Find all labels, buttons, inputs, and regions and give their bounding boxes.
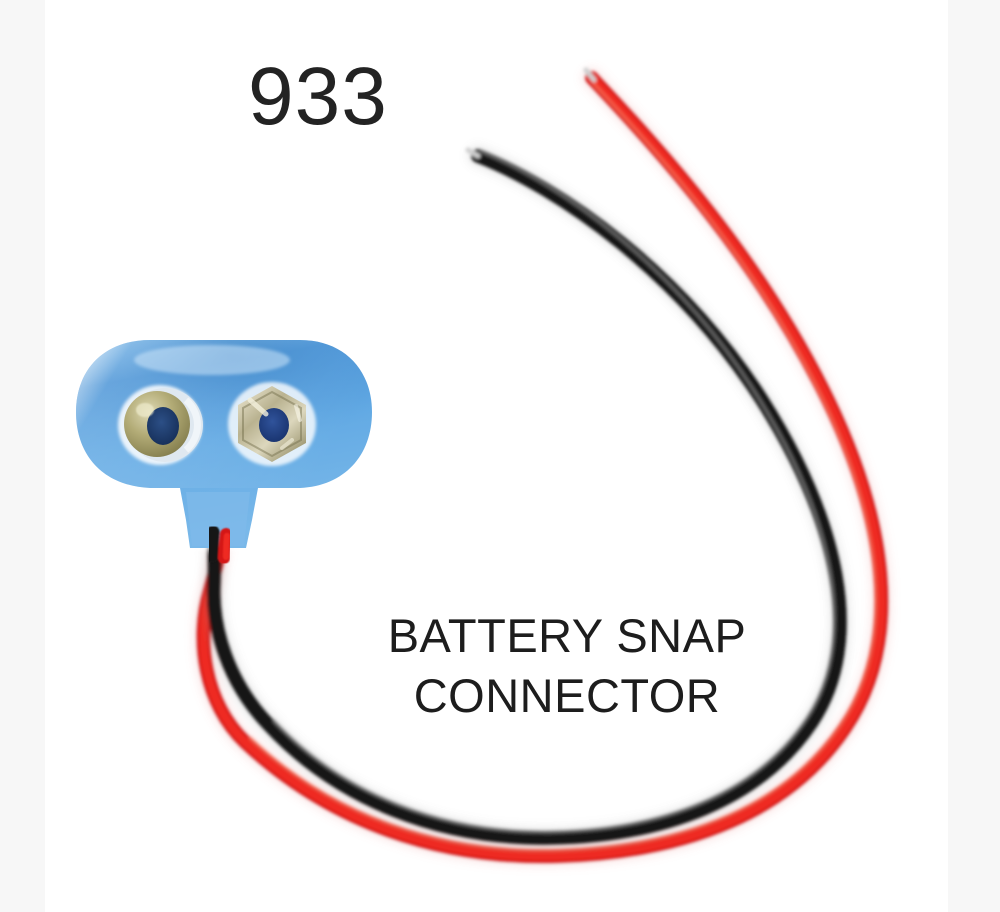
battery-snap-connector-body xyxy=(76,336,372,550)
connector-stem-face xyxy=(186,492,250,546)
part-number-label: 933 xyxy=(248,51,388,142)
red-wire-stripped-tip xyxy=(583,67,597,83)
right-margin-band xyxy=(948,0,1000,912)
caption-block: BATTERY SNAP CONNECTOR xyxy=(352,606,782,725)
wire-exit-at-stem xyxy=(205,525,232,564)
black-lead-wire xyxy=(202,145,852,850)
negative-snap-terminal xyxy=(118,385,203,465)
left-margin-band xyxy=(0,0,45,912)
black-wire-stripped-tip xyxy=(465,147,481,159)
lead-wires xyxy=(192,67,893,868)
negative-terminal-center xyxy=(147,407,179,445)
positive-terminal-center xyxy=(259,408,289,442)
caption-line-1: BATTERY SNAP xyxy=(387,609,747,662)
red-lead-wire xyxy=(192,67,893,868)
caption-line-2: CONNECTOR xyxy=(413,668,721,722)
positive-snap-terminal xyxy=(228,382,316,466)
connector-gloss-sheen xyxy=(134,345,290,375)
